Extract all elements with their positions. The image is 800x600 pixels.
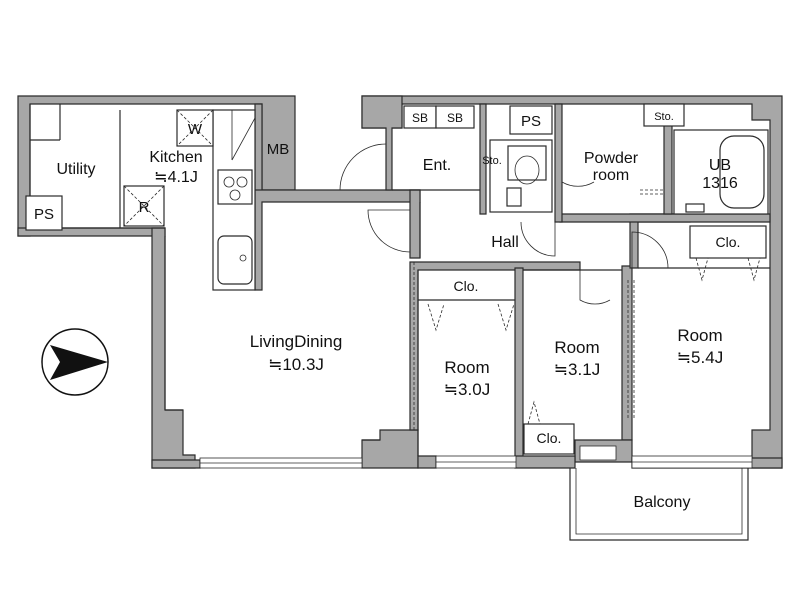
room3-label: Room (677, 326, 722, 345)
wall-room1-bottom (417, 455, 437, 469)
wall-room1-right (514, 267, 524, 459)
powder-room-label-2: room (593, 167, 629, 184)
room2-label: Room (554, 338, 599, 357)
wall-room2-right (621, 265, 633, 441)
ps-center-label: PS (521, 113, 541, 130)
ent-label: Ent. (423, 157, 451, 174)
doors (339, 143, 669, 305)
kitchen-counter (123, 109, 256, 291)
wall-kitchen-living (254, 189, 421, 291)
kitchen-area: ≒4.1J (154, 169, 198, 186)
wall-living-left (151, 227, 196, 469)
clo-1-label: Clo. (454, 278, 479, 294)
sto-top-label: Sto. (654, 111, 674, 123)
washer-label: W (188, 121, 203, 138)
clo-3-label: Clo. (716, 234, 741, 250)
north-arrow-icon (41, 328, 109, 396)
powder-room-label-1: Powder (584, 150, 639, 167)
wall-bath-bottom (559, 213, 771, 223)
sliding-doors (413, 262, 635, 430)
room3-area: ≒5.4J (677, 348, 723, 367)
living-area: ≒10.3J (268, 355, 324, 374)
windows (199, 445, 753, 469)
sb2-label: SB (447, 111, 463, 125)
wall-living-bottom-right (361, 429, 419, 469)
room1-area: ≒3.0J (444, 380, 490, 399)
mb-label: MB (267, 141, 290, 158)
sto-mid-label: Sto. (482, 155, 502, 167)
wall-sto-divider (479, 103, 487, 215)
entry-boxes (403, 103, 769, 215)
wall-bath-left (554, 103, 563, 223)
ub-label-2: 1316 (702, 175, 738, 192)
room2-area: ≒3.1J (554, 360, 600, 379)
balcony-label: Balcony (634, 494, 691, 511)
interior-lines (29, 104, 770, 456)
fridge-label: R (139, 199, 150, 216)
balcony-outline (569, 468, 749, 541)
labels: Utility PS Kitchen ≒4.1J W R MB SB SB PS… (34, 111, 740, 511)
wall-ub-left (663, 119, 673, 215)
ps-left-box (25, 195, 63, 231)
walls (17, 95, 783, 469)
hall-label: Hall (491, 234, 519, 251)
wall-mb (254, 103, 263, 197)
wall-entrance (361, 95, 403, 191)
wall-room2-bottom-left (514, 455, 576, 469)
living-label: LivingDining (250, 332, 343, 351)
wall-living-bottom (151, 459, 201, 469)
sb1-label: SB (412, 111, 428, 125)
room1-label: Room (444, 358, 489, 377)
kitchen-label: Kitchen (149, 149, 202, 166)
ub-label-1: UB (709, 157, 731, 174)
closet-doors (427, 225, 767, 455)
utility-label: Utility (56, 161, 95, 178)
clo-2-label: Clo. (537, 430, 562, 446)
wall-hall-top (409, 189, 421, 259)
ps-left-label: PS (34, 206, 54, 223)
